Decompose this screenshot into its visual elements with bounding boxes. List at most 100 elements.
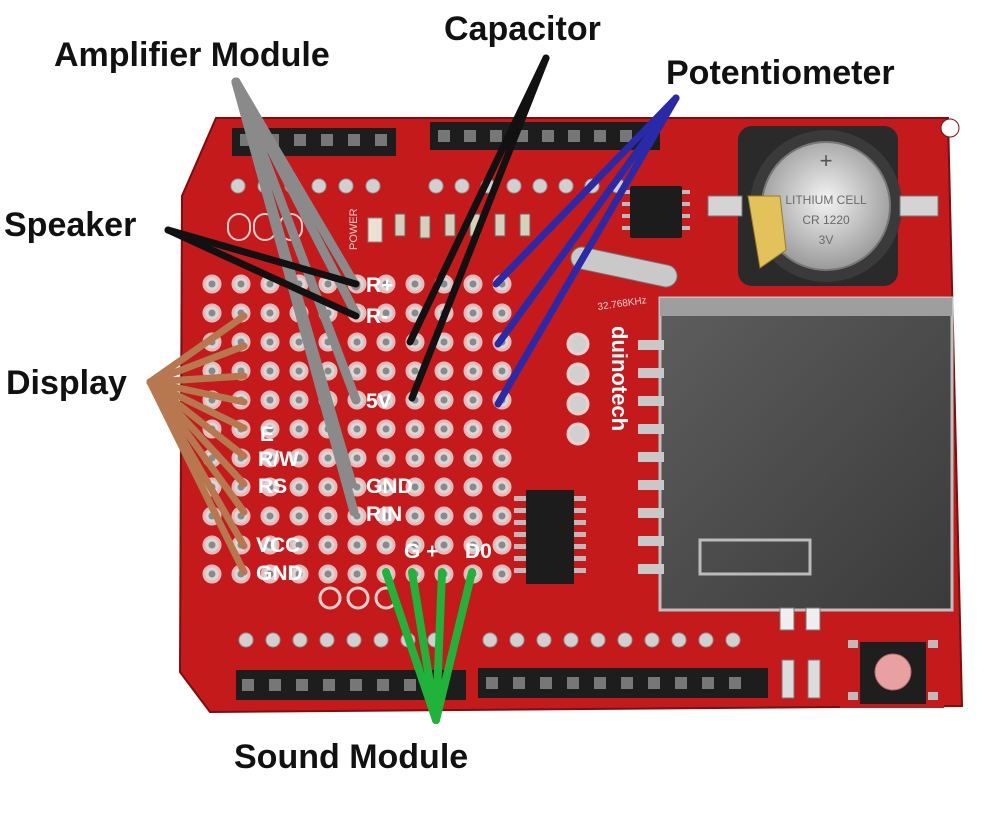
spi-pad bbox=[566, 332, 590, 356]
proto-hole-center bbox=[469, 367, 477, 375]
proto-hole-center bbox=[498, 570, 506, 578]
proto-hole-center bbox=[498, 541, 506, 549]
sd-pin bbox=[638, 480, 664, 490]
proto-hole-center bbox=[469, 512, 477, 520]
proto-hole-center bbox=[208, 541, 216, 549]
header-pad bbox=[563, 632, 579, 648]
proto-hole-center bbox=[440, 396, 448, 404]
header-pad bbox=[590, 632, 606, 648]
callout-amplifier-module: Amplifier Module bbox=[54, 36, 330, 74]
spi-pad bbox=[566, 392, 590, 416]
header-pad bbox=[482, 632, 498, 648]
header-pad bbox=[292, 632, 308, 648]
header-pin bbox=[542, 130, 554, 142]
pin-label-r-minus: R- bbox=[366, 305, 388, 328]
proto-hole-center bbox=[382, 454, 390, 462]
proto-hole-center bbox=[237, 280, 245, 288]
proto-hole-center bbox=[324, 512, 332, 520]
proto-hole-center bbox=[295, 512, 303, 520]
proto-hole-center bbox=[411, 309, 419, 317]
proto-hole-center bbox=[266, 425, 274, 433]
proto-hole-center bbox=[411, 454, 419, 462]
display-wires bbox=[146, 312, 248, 576]
header-pad bbox=[532, 178, 548, 194]
header-pin bbox=[621, 677, 633, 689]
proto-hole-center bbox=[295, 396, 303, 404]
proto-hole-center bbox=[498, 367, 506, 375]
proto-hole-center bbox=[440, 454, 448, 462]
proto-hole-center bbox=[324, 483, 332, 491]
proto-hole-center bbox=[498, 483, 506, 491]
proto-hole-center bbox=[498, 425, 506, 433]
header-pin bbox=[702, 677, 714, 689]
battery-text-1: LITHIUM CELL bbox=[785, 193, 867, 207]
proto-hole-center bbox=[324, 541, 332, 549]
pin-label-e: E bbox=[260, 423, 274, 446]
pin-label-rs: RS bbox=[258, 475, 287, 498]
rtc-chip bbox=[622, 186, 690, 238]
proto-hole-center bbox=[382, 541, 390, 549]
header-pad bbox=[671, 632, 687, 648]
chip-pin bbox=[514, 520, 526, 525]
header-pin bbox=[486, 677, 498, 689]
proto-hole-center bbox=[469, 309, 477, 317]
proto-hole-center bbox=[266, 570, 274, 578]
header-pin bbox=[594, 677, 606, 689]
proto-hole-center bbox=[469, 425, 477, 433]
header-pin bbox=[350, 679, 362, 691]
proto-hole-center bbox=[469, 454, 477, 462]
proto-hole-center bbox=[208, 309, 216, 317]
bottom-pin-row bbox=[238, 586, 741, 691]
proto-hole-center bbox=[411, 367, 419, 375]
chip-pin bbox=[574, 568, 586, 573]
chip-pin bbox=[574, 496, 586, 501]
spi-header bbox=[566, 332, 590, 446]
proto-hole-center bbox=[295, 483, 303, 491]
logic-chip bbox=[514, 490, 586, 584]
proto-hole-center bbox=[295, 425, 303, 433]
proto-hole-center bbox=[353, 338, 361, 346]
proto-hole-center bbox=[382, 396, 390, 404]
proto-hole-center bbox=[266, 541, 274, 549]
chip-pin bbox=[514, 532, 526, 537]
proto-hole-center bbox=[266, 396, 274, 404]
reset-button bbox=[840, 636, 944, 708]
chip-pin bbox=[514, 556, 526, 561]
proto-hole-center bbox=[353, 570, 361, 578]
amplifier-wires bbox=[231, 77, 361, 517]
brand-logo: duinotech bbox=[607, 326, 632, 431]
header-pad bbox=[725, 632, 741, 648]
proto-hole-center bbox=[411, 512, 419, 520]
header-pad bbox=[365, 178, 381, 194]
proto-hole-center bbox=[382, 367, 390, 375]
pad-ring bbox=[346, 586, 370, 610]
proto-hole-center bbox=[295, 570, 303, 578]
battery-text-2: CR 1220 bbox=[802, 213, 850, 227]
header-pad bbox=[311, 178, 327, 194]
callout-capacitor: Capacitor bbox=[444, 10, 601, 48]
header-pad bbox=[319, 632, 335, 648]
header-pad bbox=[509, 632, 525, 648]
proto-hole-center bbox=[382, 309, 390, 317]
header-pad bbox=[230, 178, 246, 194]
proto-hole-center bbox=[324, 570, 332, 578]
chip-pin bbox=[574, 544, 586, 549]
proto-hole-center bbox=[353, 425, 361, 433]
svg-text:+: + bbox=[820, 148, 833, 173]
capacitor-wires bbox=[406, 54, 550, 402]
proto-hole-center bbox=[440, 483, 448, 491]
proto-hole-center bbox=[411, 541, 419, 549]
display-wire bbox=[146, 312, 248, 386]
sd-pin bbox=[638, 564, 664, 574]
sd-pin bbox=[638, 368, 664, 378]
display-wire bbox=[146, 378, 248, 406]
proto-hole-center bbox=[324, 280, 332, 288]
chip-pin bbox=[514, 544, 526, 549]
header-pad bbox=[558, 178, 574, 194]
proto-hole-center bbox=[440, 425, 448, 433]
header-pin bbox=[242, 679, 254, 691]
proto-hole-center bbox=[382, 280, 390, 288]
header-pin bbox=[513, 677, 525, 689]
proto-hole-center bbox=[411, 483, 419, 491]
